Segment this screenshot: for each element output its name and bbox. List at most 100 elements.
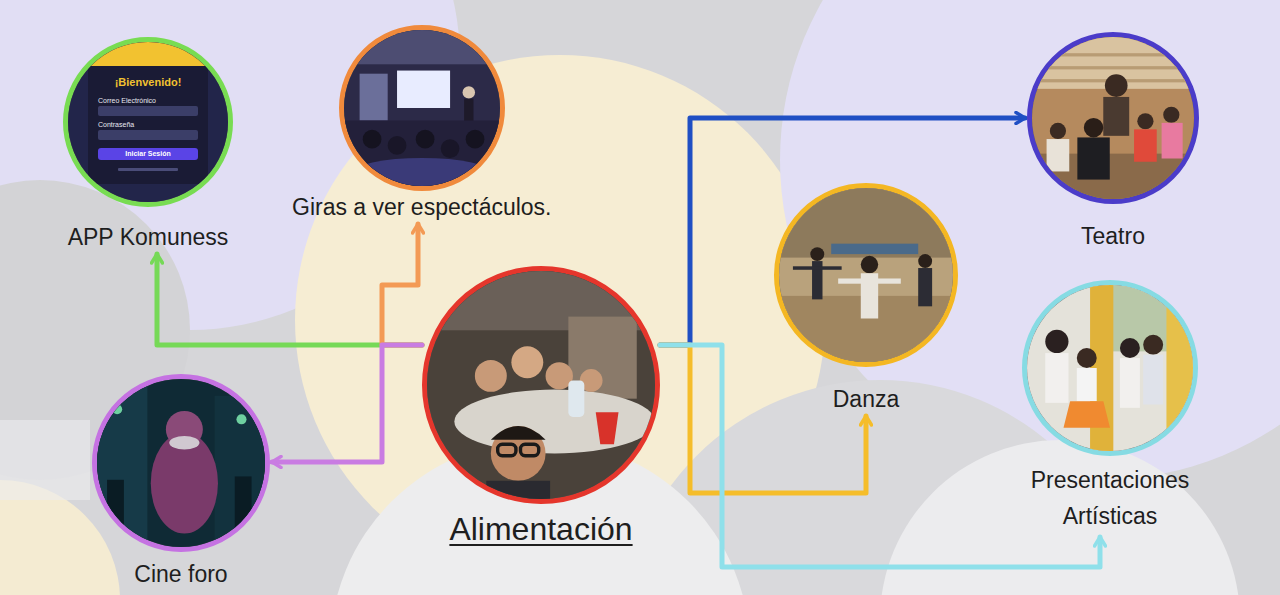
screen-text: Iniciar Sesión <box>98 149 198 159</box>
photo-node: Cine foro <box>92 374 270 588</box>
photo-circle <box>774 183 958 367</box>
illustration-shape <box>118 168 178 171</box>
photo-node: Giras a ver espectáculos. <box>292 25 552 221</box>
illustration-shape <box>520 444 538 455</box>
illustration-shape <box>68 42 228 202</box>
illustration-shape <box>427 271 655 499</box>
illustration-shape <box>1120 358 1140 408</box>
illustration-shape <box>1105 74 1128 97</box>
illustration-shape <box>511 346 543 378</box>
illustration-shape <box>97 379 265 547</box>
background-shape <box>880 440 1240 595</box>
illustration-shape <box>98 106 198 116</box>
illustration-shape <box>1120 338 1140 358</box>
illustration-shape <box>359 74 387 121</box>
illustration-shape <box>112 404 122 414</box>
illustration-shape <box>1032 53 1194 56</box>
screen-text: Correo Electrónico <box>98 96 156 105</box>
illustration-shape <box>151 433 218 534</box>
illustration-shape <box>97 379 265 547</box>
photo-circle <box>1022 280 1198 456</box>
illustration-shape <box>1162 123 1183 159</box>
connector-arrow <box>272 345 422 462</box>
illustration-shape <box>68 42 228 202</box>
illustration-shape <box>169 436 199 449</box>
illustration-shape <box>1166 285 1193 451</box>
illustration-shape <box>918 268 932 306</box>
photo-node: ¡Bienvenido! Correo ElectrónicoContraseña… <box>63 37 233 251</box>
illustration-shape <box>427 271 655 499</box>
illustration-shape <box>1032 37 1194 199</box>
illustration-shape <box>779 188 953 258</box>
illustration-shape <box>838 278 901 283</box>
illustration-shape <box>344 30 500 64</box>
illustration-shape <box>98 130 198 140</box>
illustration-shape <box>68 42 228 66</box>
illustration-shape <box>1027 285 1193 451</box>
photo-circle <box>422 266 660 504</box>
illustration-shape <box>98 148 198 160</box>
illustration-shape <box>1047 139 1070 171</box>
illustration-shape <box>235 476 252 530</box>
background-shape <box>0 420 90 500</box>
photo-node: Alimentación <box>422 266 660 548</box>
illustration-shape <box>1032 66 1194 69</box>
illustration-shape <box>779 188 953 362</box>
photo-node: Danza <box>774 183 958 413</box>
node-label: Presentaciones Artísticas <box>1010 462 1210 534</box>
illustration-shape <box>362 130 381 149</box>
illustration-shape <box>1134 129 1157 161</box>
illustration-shape <box>491 426 546 481</box>
illustration-shape <box>465 130 484 149</box>
illustration-shape <box>1050 123 1066 139</box>
illustration-shape <box>793 266 842 269</box>
illustration-shape <box>344 30 500 186</box>
illustration-shape <box>1163 107 1179 123</box>
illustration-shape <box>416 130 435 149</box>
illustration-shape <box>596 412 619 444</box>
photo-node: Presentaciones Artísticas <box>1010 280 1210 534</box>
node-label: Teatro <box>1027 222 1199 250</box>
illustration-shape <box>462 86 474 98</box>
illustration-shape <box>1032 37 1194 199</box>
illustration-shape <box>387 136 406 155</box>
illustration-shape <box>491 426 546 440</box>
illustration-shape <box>1143 355 1163 405</box>
illustration-shape <box>236 414 246 424</box>
illustration-shape <box>215 396 265 547</box>
illustration-shape <box>1064 401 1110 428</box>
connector-arrow <box>382 224 422 345</box>
illustration-shape <box>454 390 655 454</box>
illustration-shape <box>1084 118 1103 137</box>
illustration-shape <box>1143 335 1163 355</box>
illustration-shape <box>1027 285 1193 451</box>
node-label: Alimentación <box>422 510 660 548</box>
illustration-shape <box>1103 97 1129 136</box>
illustration-shape <box>831 244 918 254</box>
screen-text: Contraseña <box>98 120 134 129</box>
illustration-shape <box>498 444 516 455</box>
photo-circle <box>339 25 505 191</box>
illustration-shape <box>352 158 492 186</box>
photo-circle: ¡Bienvenido! Correo ElectrónicoContraseña… <box>63 37 233 207</box>
illustration-shape <box>475 360 507 392</box>
illustration-shape <box>1045 330 1068 353</box>
screen-text: ¡Bienvenido! <box>68 75 228 89</box>
illustration-shape <box>397 71 450 108</box>
illustration-shape <box>918 254 932 268</box>
photo-node: Teatro <box>1027 32 1199 250</box>
node-label: Danza <box>774 385 958 413</box>
illustration-shape <box>861 256 878 273</box>
illustration-shape <box>464 99 473 124</box>
illustration-shape <box>810 247 824 261</box>
illustration-shape <box>440 139 459 158</box>
node-label: Giras a ver espectáculos. <box>292 193 552 221</box>
photo-circle <box>1027 32 1199 204</box>
illustration-shape <box>779 188 953 362</box>
illustration-shape <box>1077 348 1097 368</box>
illustration-shape <box>486 481 550 499</box>
illustration-shape <box>1045 353 1068 403</box>
illustration-shape <box>1077 368 1097 401</box>
connector-arrow <box>660 345 866 493</box>
node-label: Cine foro <box>92 560 270 588</box>
